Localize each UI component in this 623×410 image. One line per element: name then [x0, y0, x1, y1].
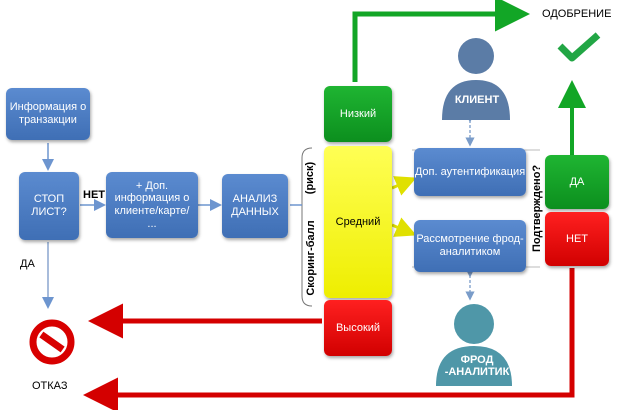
client-label: КЛИЕНТ — [454, 94, 500, 106]
transaction-info-node: Информация о транзакции — [6, 88, 90, 140]
low-risk-node: Низкий — [324, 86, 392, 142]
scoring-bracket — [301, 147, 313, 307]
confirmed-label: Подтверждено? — [531, 164, 543, 252]
data-analysis-node: АНАЛИЗ ДАННЫХ — [222, 174, 288, 238]
medium-to-auth — [391, 176, 417, 196]
scoring-label: Скоринг-балл — [305, 220, 317, 296]
fraud-analyst-label: ФРОД -АНАЛИТИК — [444, 354, 510, 379]
approve-path — [352, 0, 530, 82]
extra-auth-node: Доп. аутентификация — [414, 148, 526, 196]
approval-label: ОДОБРЕНИЕ — [542, 8, 612, 20]
medium-risk-node: Средний — [324, 146, 392, 298]
fraud-review-node: Рассмотрение фрод-аналитиком — [414, 220, 526, 272]
risk-label: (риск) — [304, 161, 316, 195]
prohibited-icon — [29, 319, 75, 365]
yes-node: ДА — [545, 155, 609, 209]
yes-arrow-label: ДА — [20, 258, 35, 270]
no-node: НЕТ — [545, 212, 609, 266]
extra-info-node: + Доп. информация о клиенте/карте/ ... — [106, 172, 198, 238]
refusal-label: ОТКАЗ — [32, 380, 68, 392]
analyst-person-icon — [436, 304, 512, 386]
no-arrow-label: НЕТ — [83, 189, 105, 201]
no-to-refusal-path — [83, 268, 575, 410]
high-risk-node: Высокий — [324, 300, 392, 356]
medium-to-review — [391, 217, 417, 237]
stop-list-node: СТОП ЛИСТ? — [19, 172, 79, 240]
client-person-icon — [442, 38, 510, 120]
checkmark-icon — [557, 32, 601, 62]
